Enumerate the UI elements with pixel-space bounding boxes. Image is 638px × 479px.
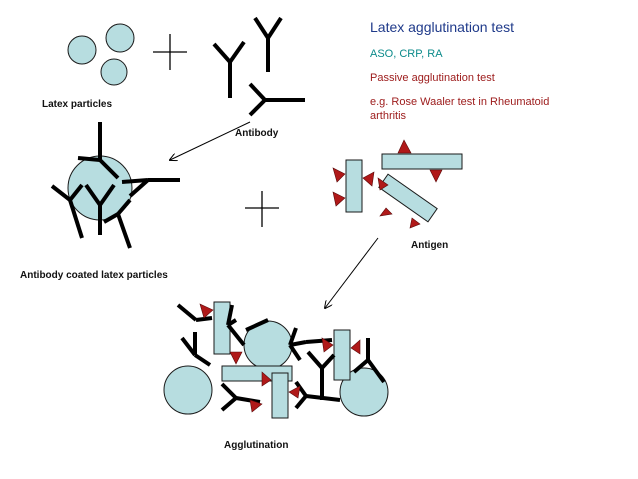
arrow-to-agglutination	[325, 237, 379, 308]
antibody-y	[305, 338, 333, 344]
antibody-y	[253, 16, 283, 72]
plus-sign-middle	[245, 191, 279, 227]
antigen-vertical	[332, 159, 375, 213]
label-agglutination: Agglutination	[224, 440, 289, 451]
antigen-tip	[321, 337, 334, 353]
antibody-y	[226, 304, 246, 347]
info-title: Latex agglutination test	[370, 19, 514, 35]
antigen	[213, 301, 231, 355]
plus-sign-top	[153, 34, 187, 70]
latex-particle	[67, 35, 97, 65]
antibody-y	[77, 122, 120, 180]
antibody-y	[121, 178, 180, 198]
antigen-tip	[249, 399, 263, 413]
latex-particle	[105, 23, 135, 53]
latex-particle	[100, 58, 128, 86]
label-latex-particles: Latex particles	[42, 99, 113, 110]
antibody-y	[103, 198, 132, 249]
arrow-to-coated	[170, 121, 251, 160]
antigen-tip	[261, 371, 272, 387]
antigen-tip	[288, 385, 301, 399]
label-antigen: Antigen	[411, 240, 449, 251]
antibody-y	[50, 183, 84, 239]
free-antibodies	[212, 16, 305, 117]
antibody-y	[212, 40, 246, 98]
agglutination-complex	[163, 301, 389, 419]
antigen-tip	[350, 339, 361, 355]
antigen-tip	[229, 351, 243, 365]
antigen-tip	[199, 303, 214, 319]
antibody-coated-particle	[50, 122, 180, 249]
antibody-y	[220, 382, 261, 412]
antibody-y	[288, 327, 307, 362]
latex-particle	[339, 367, 389, 417]
antibody-y	[180, 332, 212, 367]
antibody-y	[352, 338, 386, 384]
latex-particles	[67, 23, 135, 86]
antibody-y	[245, 318, 269, 332]
info-line-type: Passive agglutination test	[370, 72, 495, 84]
label-coated-particles: Antibody coated latex particles	[20, 270, 168, 281]
antigen	[271, 372, 289, 419]
antigen-horizontal	[381, 139, 463, 183]
antibody-y	[248, 82, 305, 117]
antibody-y	[176, 303, 213, 322]
info-line-example: e.g. Rose Waaler test in Rheumatoid arth…	[370, 96, 550, 122]
label-antibody: Antibody	[235, 128, 279, 139]
info-line-tests: ASO, CRP, RA	[370, 48, 443, 60]
antigen	[333, 329, 351, 381]
antigen-diagonal	[377, 173, 438, 229]
latex-particle	[163, 365, 213, 415]
antibody-y	[294, 380, 341, 410]
antibody-y	[306, 350, 336, 400]
antibody-y	[84, 183, 116, 235]
antigens	[332, 139, 463, 229]
